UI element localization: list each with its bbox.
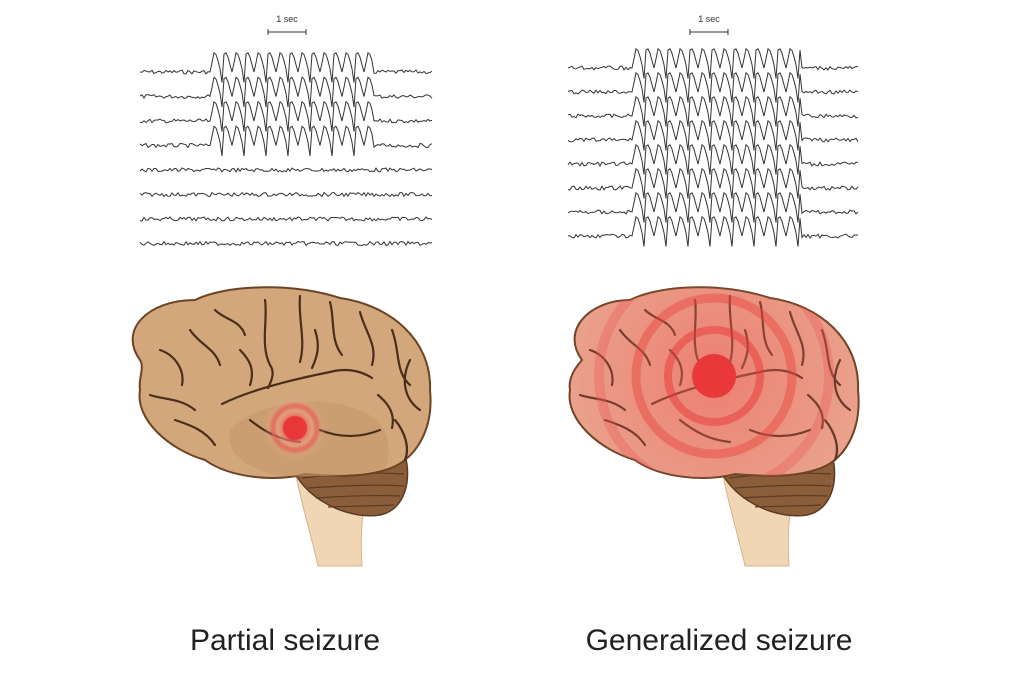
- partial-eeg-channel-8: [139, 240, 433, 247]
- generalized-eeg-channel-5: [567, 143, 858, 175]
- generalized-brain-icon: [568, 286, 860, 567]
- generalized-eeg-channel-2: [567, 71, 859, 103]
- generalized-eeg-channel-3: [567, 95, 859, 127]
- generalized-panel: 1 sec: [567, 14, 860, 657]
- generalized-eeg-channel-6: [567, 167, 859, 199]
- generalized-eeg-traces: [567, 47, 859, 247]
- partial-scale-bar: 1 sec: [267, 14, 307, 35]
- partial-eeg-channel-7: [139, 216, 433, 222]
- partial-eeg-channel-4: [139, 125, 433, 157]
- partial-caption: Partial seizure: [190, 624, 380, 657]
- generalized-eeg-channel-4: [567, 119, 859, 151]
- partial-eeg-channel-1: [139, 51, 433, 83]
- partial-seizure-focus: [263, 396, 327, 460]
- generalized-eeg-channel-7: [567, 191, 859, 223]
- generalized-caption: Generalized seizure: [586, 624, 853, 657]
- partial-eeg-channel-2: [139, 76, 433, 108]
- partial-brain-icon: [131, 286, 432, 567]
- generalized-eeg-channel-8: [567, 215, 859, 247]
- generalized-scale-label: 1 sec: [698, 14, 720, 24]
- generalized-seizure-focus: [692, 354, 736, 398]
- partial-eeg-channel-6: [139, 191, 433, 198]
- generalized-scale-bar: 1 sec: [689, 14, 729, 35]
- partial-panel: 1 sec: [131, 14, 433, 657]
- partial-scale-label: 1 sec: [276, 14, 298, 24]
- partial-eeg-channel-3: [139, 100, 433, 132]
- generalized-eeg-channel-1: [567, 47, 858, 79]
- partial-eeg-channel-5: [139, 167, 433, 173]
- partial-eeg-traces: [139, 51, 433, 247]
